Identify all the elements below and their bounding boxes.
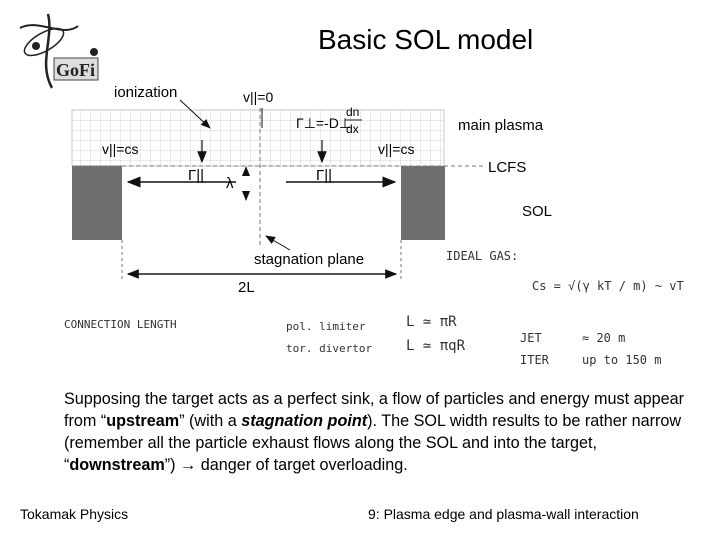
- footer-chapter: 9: Plasma edge and plasma-wall interacti…: [368, 506, 639, 522]
- pol-limiter-note: pol. limiter: [286, 320, 366, 333]
- ionization-label: ionization: [114, 84, 177, 101]
- tor-divertor-note: tor. divertor: [286, 342, 372, 355]
- cs-formula-note: Cs = √(γ kT / m) ~ vT: [532, 279, 684, 293]
- gamma-left-label: Γ||: [188, 167, 204, 184]
- gamma-right-label: Γ||: [316, 167, 332, 184]
- dn-label: dn: [346, 105, 359, 119]
- jet-value-note: ≈ 20 m: [582, 331, 625, 345]
- main-plasma-label: main plasma: [458, 117, 544, 134]
- ideal-gas-note: IDEAL GAS:: [446, 249, 518, 263]
- flux-perp-label: Γ⊥=-D⊥: [296, 115, 351, 131]
- right-target: [401, 166, 445, 240]
- iter-note: ITER: [520, 353, 550, 367]
- gofi-logo: GoFi: [19, 13, 99, 89]
- l-pi-qr-note: L ≃ πqR: [406, 338, 466, 354]
- jet-note: JET: [520, 331, 542, 345]
- logo-text: GoFi: [56, 60, 95, 80]
- v-cs-left-label: v||=cs: [102, 141, 138, 157]
- v-zero-label: v||=0: [243, 89, 273, 105]
- main-plasma-grid: [71, 109, 445, 167]
- downstream-term: downstream: [69, 456, 165, 474]
- upstream-term: upstream: [106, 412, 180, 430]
- l-pi-r-note: L ≃ πR: [406, 314, 457, 330]
- lambda-label: λ: [226, 175, 234, 192]
- sol-label: SOL: [522, 203, 552, 220]
- arrow-glyph: →: [180, 456, 197, 474]
- footer-course: Tokamak Physics: [20, 506, 129, 522]
- slide-title: Basic SOL model: [318, 24, 534, 55]
- lcfs-label: LCFS: [488, 159, 526, 176]
- left-target: [72, 166, 122, 240]
- two-l-label: 2L: [238, 279, 255, 296]
- dx-label: dx: [346, 122, 359, 136]
- stagnation-point-term: stagnation point: [241, 412, 368, 430]
- explanation-paragraph: Supposing the target acts as a perfect s…: [64, 390, 684, 474]
- stagnation-plane-label: stagnation plane: [254, 251, 364, 268]
- iter-value-note: up to 150 m: [582, 353, 661, 367]
- connection-length-note: CONNECTION LENGTH: [64, 318, 177, 331]
- v-cs-right-label: v||=cs: [378, 141, 414, 157]
